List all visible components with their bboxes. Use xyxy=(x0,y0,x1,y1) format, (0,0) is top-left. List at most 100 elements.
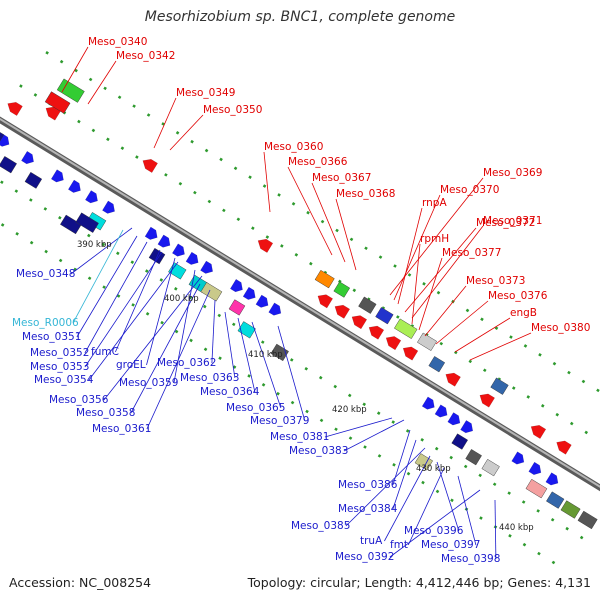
gene-arrow xyxy=(351,315,368,330)
gc-dot xyxy=(406,471,411,476)
forward-gene-19 xyxy=(511,451,525,465)
gc-dot xyxy=(334,427,338,432)
forward-gene-14 xyxy=(268,302,282,316)
gene-label-blue: groEL xyxy=(116,359,146,371)
gene-arrow xyxy=(447,412,461,426)
gc-dot xyxy=(222,208,226,213)
gene-arrow xyxy=(402,346,419,361)
gc-dot xyxy=(435,489,440,494)
gene-box xyxy=(24,171,43,189)
leader-blue xyxy=(343,419,405,452)
gene-arrow xyxy=(255,294,269,308)
scale-tick-label: 390 kbp xyxy=(77,240,112,250)
gene-label-blue: Meso_0363 xyxy=(180,372,239,384)
blue-gene-b xyxy=(375,307,394,325)
gc-dot xyxy=(521,500,526,504)
gene-arrow xyxy=(257,238,274,253)
gene-arrow xyxy=(172,243,185,257)
gc-dot xyxy=(145,311,150,316)
khaki-gene xyxy=(200,282,223,302)
gene-box xyxy=(0,156,17,174)
gene-label-blue: Meso_0385 xyxy=(291,520,350,532)
gc-dot xyxy=(217,313,222,318)
navy-gene-a xyxy=(60,214,82,235)
gene-box xyxy=(75,212,99,233)
gc-dot xyxy=(391,420,396,424)
gene-label-blue: Meso_0354 xyxy=(34,374,94,386)
gene-box xyxy=(428,356,446,373)
leader-red xyxy=(411,225,484,319)
gene-label-blue: Meso_0381 xyxy=(270,431,329,443)
gc-dot xyxy=(251,226,255,230)
leader-blue xyxy=(72,229,124,324)
leader-blue xyxy=(436,461,460,532)
gene-box xyxy=(414,453,433,471)
gene-label-red: Meso_0360 xyxy=(264,141,323,153)
gene-arrow xyxy=(242,286,256,300)
gc-dot xyxy=(178,181,183,186)
leader-red xyxy=(393,194,441,301)
gc-dot xyxy=(407,273,412,277)
leader-red xyxy=(87,60,117,105)
gc-dot xyxy=(550,517,555,522)
grey-gene-a xyxy=(270,343,289,362)
forward-gene-20 xyxy=(528,461,542,475)
forward-gene-11 xyxy=(230,279,243,293)
gc-dot xyxy=(291,202,296,206)
leader-blue xyxy=(88,261,179,381)
gene-box xyxy=(314,269,335,289)
gene-features xyxy=(0,78,598,530)
reverse-gene-11 xyxy=(479,393,495,408)
gc-dot xyxy=(202,304,207,309)
leader-blue xyxy=(70,227,133,275)
gc-dot xyxy=(436,290,441,295)
gc-dot xyxy=(277,193,281,197)
gene-label-red: Meso_0376 xyxy=(488,290,548,302)
gc-dot xyxy=(420,438,424,442)
gc-dot xyxy=(58,215,62,220)
cyan-gene-d xyxy=(237,321,256,339)
leader-red xyxy=(411,243,421,325)
gc-dot xyxy=(465,308,470,313)
gc-dot xyxy=(135,155,139,159)
gc-dot xyxy=(364,246,368,251)
gene-label-red: Meso_0366 xyxy=(288,156,348,168)
gene-label-blue: Meso_0353 xyxy=(30,361,89,373)
gene-box xyxy=(270,343,289,362)
gene-label-blue: Meso_0364 xyxy=(200,386,260,398)
gc-dot xyxy=(132,104,136,108)
steelblue-gene xyxy=(546,491,565,509)
gc-dot xyxy=(567,370,571,375)
forward-gene-3 xyxy=(68,179,81,193)
gene-arrow xyxy=(102,200,115,214)
gc-dot xyxy=(289,358,294,362)
green-gene xyxy=(56,78,85,103)
gc-dot xyxy=(482,368,487,373)
gc-dot xyxy=(551,560,556,565)
reverse-gene-10 xyxy=(445,372,461,387)
dark-blue-gene-0 xyxy=(0,128,5,145)
gc-dot xyxy=(190,139,194,144)
gc-dot xyxy=(159,278,164,282)
gene-arrow xyxy=(545,472,559,486)
gc-dot xyxy=(88,77,93,82)
dark-blue-gene-4 xyxy=(451,433,468,450)
gene-label-red: rpmH xyxy=(420,233,449,245)
leader-red xyxy=(469,332,532,361)
leader-blue xyxy=(130,283,201,414)
gc-dot xyxy=(276,391,280,396)
gc-dot xyxy=(204,148,209,153)
gc-dot xyxy=(102,285,106,289)
reverse-gene-2 xyxy=(142,159,158,173)
leader-blue xyxy=(103,275,203,401)
gc-dot xyxy=(33,93,38,97)
gene-label-blue: Meso_0392 xyxy=(335,551,394,563)
map-title: Mesorhizobium sp. BNC1, complete genome xyxy=(144,9,456,25)
lime-gene xyxy=(394,318,418,339)
gc-dot xyxy=(449,455,453,460)
gene-arrow xyxy=(200,260,213,274)
leader-blue xyxy=(324,417,393,438)
leader-blue xyxy=(384,455,431,542)
gc-dot xyxy=(376,411,381,415)
